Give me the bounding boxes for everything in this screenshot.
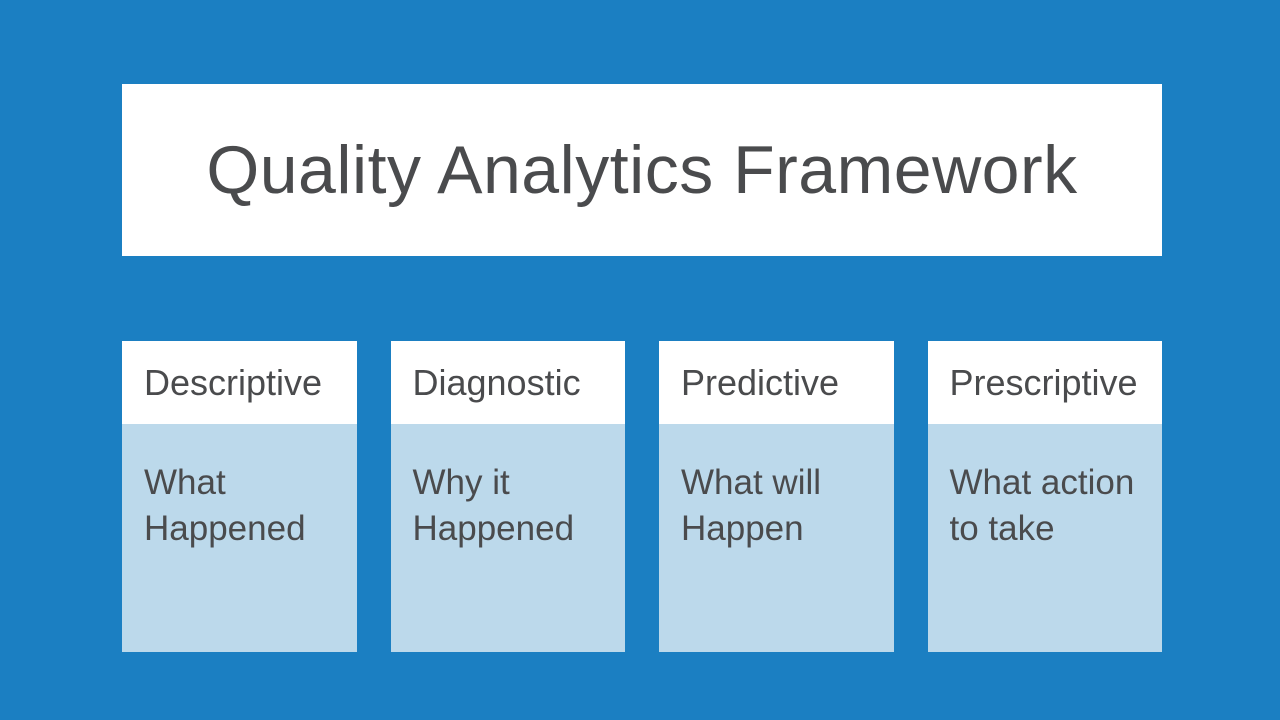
card-body-line: Happened [144, 509, 306, 548]
card-header: Descriptive [122, 341, 357, 424]
card-body-line: Why it [412, 463, 510, 502]
card-prescriptive: Prescriptive What action to take [927, 341, 1162, 652]
card-header-label: Diagnostic [412, 361, 581, 403]
card-body: What will Happen [659, 424, 894, 652]
slide-title: Quality Analytics Framework [206, 132, 1078, 208]
card-descriptive: Descriptive What Happened [122, 341, 357, 652]
card-body-line: Happened [412, 509, 575, 548]
card-body-line: What will [681, 463, 822, 502]
card-body-line: What [144, 463, 226, 502]
card-header-label: Prescriptive [949, 361, 1138, 403]
analytics-columns: Descriptive What Happened Diagnostic Why… [122, 341, 1162, 652]
card-predictive: Predictive What will Happen [659, 341, 894, 652]
card-body: Why it Happened [390, 424, 625, 652]
card-body-line: to take [949, 509, 1055, 548]
card-body-line: What action [949, 463, 1135, 502]
card-header: Prescriptive [927, 341, 1162, 424]
card-body-line: Happen [681, 509, 804, 548]
card-body: What action to take [927, 424, 1162, 652]
card-header-label: Predictive [681, 361, 840, 403]
card-header: Predictive [659, 341, 894, 424]
card-body: What Happened [122, 424, 357, 652]
card-header-label: Descriptive [144, 361, 323, 403]
card-header: Diagnostic [390, 341, 625, 424]
title-panel: Quality Analytics Framework [122, 84, 1162, 256]
card-diagnostic: Diagnostic Why it Happened [390, 341, 625, 652]
